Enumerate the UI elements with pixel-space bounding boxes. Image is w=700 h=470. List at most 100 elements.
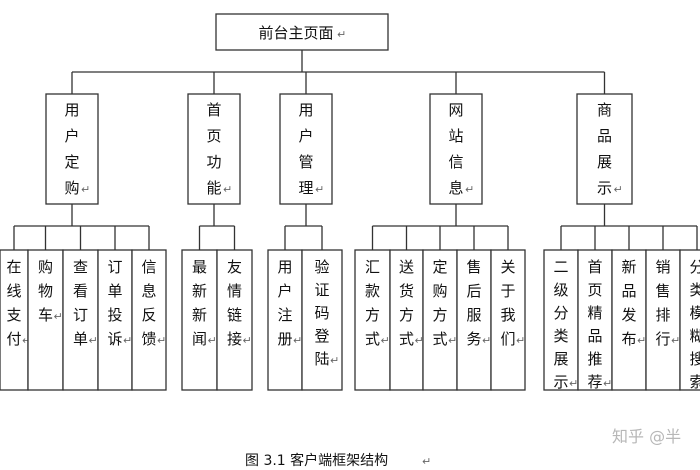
child-box <box>611 249 647 391</box>
child-node: 分类模糊搜索↵ <box>679 249 700 391</box>
child-label: 送货方式 <box>399 258 414 348</box>
child-node: 售后服务↵ <box>456 249 492 391</box>
child-box <box>354 249 391 391</box>
child-box <box>645 249 681 391</box>
child-node: 定购方式↵ <box>422 249 458 391</box>
child-box <box>131 249 167 391</box>
child-node: 订单投诉↵ <box>97 249 133 391</box>
child-label: 最新新闻 <box>192 258 207 348</box>
module-label: 用户管理 <box>298 101 313 197</box>
child-label: 分类模糊搜索 <box>689 258 700 391</box>
paragraph-mark-icon: ↵ <box>330 354 339 367</box>
child-label: 定购方式 <box>432 258 447 348</box>
paragraph-mark-icon: ↵ <box>208 334 217 347</box>
child-box <box>543 249 579 391</box>
paragraph-mark-icon: ↵ <box>123 334 132 347</box>
child-label: 汇款方式 <box>365 258 380 348</box>
child-node: 验证码登陆↵ <box>301 249 343 391</box>
child-label: 订单投诉 <box>107 258 122 348</box>
child-box <box>301 249 343 391</box>
module-label: 用户定购 <box>64 101 79 197</box>
child-label: 用户注册 <box>277 258 292 348</box>
child-box <box>97 249 133 391</box>
child-node: 友情链接↵ <box>216 249 253 391</box>
child-box <box>216 249 253 391</box>
child-label: 验证码登陆 <box>314 258 329 368</box>
paragraph-mark-icon: ↵ <box>293 334 302 347</box>
paragraph-mark-icon: ↵ <box>482 334 491 347</box>
paragraph-mark-icon: ↵ <box>223 183 232 196</box>
child-node: 用户注册↵ <box>267 249 303 391</box>
child-label: 售后服务 <box>466 258 481 348</box>
child-node: 在线支付↵ <box>0 249 31 391</box>
module-node: 首页功能↵ <box>187 93 241 205</box>
child-label: 在线支付 <box>6 258 21 348</box>
paragraph-mark-icon: ↵ <box>415 334 424 347</box>
child-node: 查看订单↵ <box>62 249 99 391</box>
paragraph-mark-icon: ↵ <box>516 334 525 347</box>
paragraph-mark-icon: ↵ <box>671 334 680 347</box>
child-node: 首页精品推荐↵ <box>577 249 613 391</box>
child-node: 最新新闻↵ <box>181 249 218 391</box>
child-label: 信息反馈 <box>141 258 156 348</box>
child-node: 关于我们↵ <box>490 249 526 391</box>
child-node: 销售排行↵ <box>645 249 681 391</box>
child-node: 购物车↵ <box>27 249 64 391</box>
root-label: 前台主页面 <box>258 24 333 42</box>
child-node: 二级分类展示↵ <box>543 249 579 391</box>
child-node: 新品发布↵ <box>611 249 647 391</box>
child-box <box>27 249 64 391</box>
module-label: 商品展示 <box>597 101 612 197</box>
paragraph-mark-icon: ↵ <box>157 334 166 347</box>
child-box <box>679 249 700 391</box>
child-box <box>490 249 526 391</box>
module-label: 网站信息 <box>448 101 463 197</box>
child-box <box>0 249 29 391</box>
child-box <box>456 249 492 391</box>
child-label: 关于我们 <box>500 258 515 348</box>
root-node: 前台主页面 ↵ <box>215 13 389 51</box>
module-node: 用户管理↵ <box>279 93 333 205</box>
child-label: 新品发布 <box>621 258 636 348</box>
child-label: 购物车 <box>38 258 53 324</box>
paragraph-mark-icon: ↵ <box>603 377 612 390</box>
child-label: 友情链接 <box>227 258 242 348</box>
paragraph-mark-icon: ↵ <box>89 334 98 347</box>
child-node: 信息反馈↵ <box>131 249 167 391</box>
module-label: 首页功能 <box>206 101 221 197</box>
module-box <box>279 93 333 205</box>
child-box <box>181 249 218 391</box>
module-node: 网站信息↵ <box>429 93 483 205</box>
child-label: 二级分类展示 <box>553 258 568 391</box>
paragraph-mark-icon: ↵ <box>337 28 346 41</box>
child-box <box>389 249 424 391</box>
paragraph-mark-icon: ↵ <box>381 334 390 347</box>
module-box <box>429 93 483 205</box>
paragraph-mark-icon: ↵ <box>315 183 324 196</box>
paragraph-mark-icon: ↵ <box>614 183 623 196</box>
paragraph-mark-icon: ↵ <box>637 334 646 347</box>
paragraph-mark-icon: ↵ <box>448 334 457 347</box>
child-node: 送货方式↵ <box>389 249 424 391</box>
module-box <box>576 93 633 205</box>
paragraph-mark-icon: ↵ <box>22 334 31 347</box>
watermark-text: 知乎 @半 <box>612 427 681 446</box>
module-node: 商品展示↵ <box>576 93 633 205</box>
paragraph-mark-icon: ↵ <box>54 310 63 323</box>
root-box <box>215 13 389 51</box>
paragraph-mark-icon: ↵ <box>569 377 578 390</box>
child-label: 首页精品推荐 <box>587 258 602 391</box>
module-box <box>187 93 241 205</box>
figure-caption: 图 3.1 客户端框架结构 <box>245 452 388 469</box>
paragraph-mark-icon: ↵ <box>243 334 252 347</box>
child-label: 销售排行 <box>655 258 670 348</box>
child-label: 查看订单 <box>73 258 88 348</box>
paragraph-mark-icon: ↵ <box>465 183 474 196</box>
module-box <box>45 93 99 205</box>
diagram-nodes: 前台主页面 ↵ 用户定购↵在线支付↵购物车↵查看订单↵订单投诉↵信息反馈↵首页功… <box>0 13 700 391</box>
connector-lines <box>13 50 698 250</box>
paragraph-mark-icon: ↵ <box>422 455 431 468</box>
module-node: 用户定购↵ <box>45 93 99 205</box>
child-node: 汇款方式↵ <box>354 249 391 391</box>
